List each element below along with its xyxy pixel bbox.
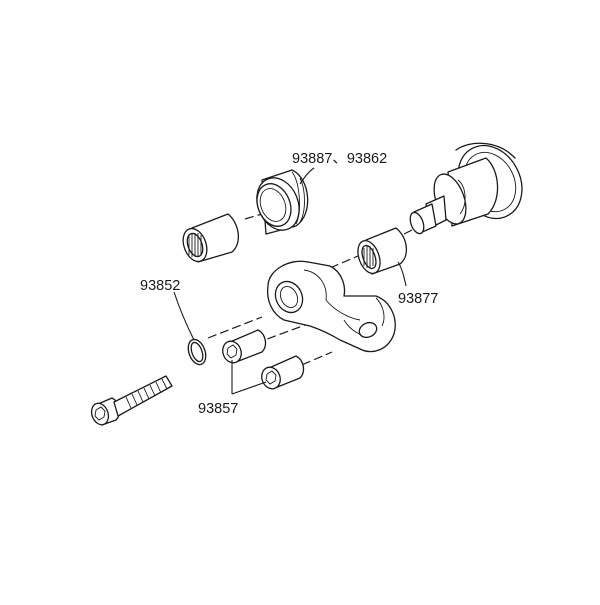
label-o-ring: 93852 bbox=[140, 278, 180, 294]
cap-screw-upper bbox=[222, 329, 267, 364]
long-bolt bbox=[90, 375, 173, 426]
o-ring bbox=[187, 338, 207, 366]
pinion-shaft bbox=[409, 142, 523, 235]
cap-screw-lower bbox=[261, 355, 305, 390]
needle-bearing-left bbox=[182, 213, 239, 263]
needle-bearing-right bbox=[357, 227, 407, 275]
label-needle-bearing: 93877 bbox=[398, 291, 438, 307]
lever-arm bbox=[266, 260, 396, 353]
leader-lines bbox=[173, 167, 407, 395]
housing-ring bbox=[256, 169, 309, 235]
label-cap-screws: 93857 bbox=[198, 401, 238, 417]
label-housing-ring: 93887、93862 bbox=[292, 151, 387, 167]
